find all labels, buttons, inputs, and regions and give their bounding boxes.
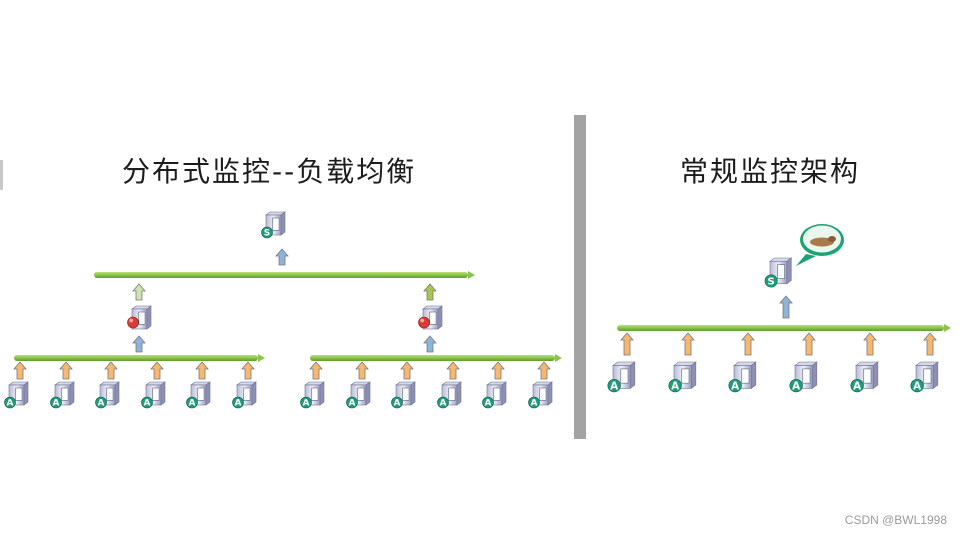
server-agent-icon: A: [850, 361, 879, 392]
arrow-up-from-agent: [309, 361, 323, 380]
svg-text:A: A: [235, 399, 242, 409]
server-agent-icon: A: [141, 381, 166, 409]
left-edge-mark: [0, 160, 3, 190]
svg-text:S: S: [264, 229, 270, 239]
svg-text:A: A: [189, 399, 196, 409]
arrow-up-from-agent: [13, 361, 27, 380]
right-panel-title: 常规监控架构: [680, 155, 861, 188]
bus-left-group: [14, 354, 265, 362]
arrow-up-from-agent: [446, 361, 460, 380]
arrow-up-to-server: [275, 248, 289, 266]
top-bus: [94, 271, 475, 279]
server-agent-icon: A: [482, 381, 507, 409]
server-agent-icon: A: [186, 381, 211, 409]
arrow-up-from-agent: [400, 361, 414, 380]
arrow-up-from-agent: [863, 332, 877, 356]
arrow-up-from-agent: [620, 332, 634, 356]
arrow-up-to-main-server: [779, 295, 793, 319]
server-agent-icon: A: [95, 381, 120, 409]
svg-text:A: A: [610, 380, 618, 392]
arrow-up-from-agent: [802, 332, 816, 356]
svg-text:A: A: [303, 399, 310, 409]
svg-text:A: A: [53, 399, 60, 409]
svg-text:A: A: [440, 399, 447, 409]
server-agent-icon: A: [232, 381, 257, 409]
svg-text:A: A: [731, 380, 739, 392]
svg-text:S: S: [767, 277, 774, 288]
server-agent-icon: A: [4, 381, 29, 409]
arrow-up-from-agent: [923, 332, 937, 356]
server-proxy-icon: [127, 305, 152, 330]
svg-text:A: A: [144, 399, 151, 409]
bus-right-group: [310, 354, 562, 362]
server-agent-icon: A: [668, 361, 697, 392]
arrow-up-from-agent: [59, 361, 73, 380]
server-agent-icon: A: [346, 381, 371, 409]
arrow-up-from-agent: [355, 361, 369, 380]
svg-text:A: A: [394, 399, 401, 409]
watermark: CSDN @BWL1998: [844, 513, 947, 527]
panel-divider: [574, 115, 586, 439]
server-icon: S: [764, 257, 793, 288]
server-agent-icon: A: [607, 361, 636, 392]
svg-text:A: A: [913, 380, 921, 392]
server-agent-icon: A: [910, 361, 939, 392]
server-agent-icon: A: [528, 381, 553, 409]
arrow-up-from-proxy-right: [423, 283, 437, 301]
server-agent-icon: A: [437, 381, 462, 409]
arrow-up-to-proxy: [423, 335, 437, 353]
arrow-up-to-proxy: [132, 335, 146, 353]
svg-text:A: A: [485, 399, 492, 409]
server-agent-icon: A: [789, 361, 818, 392]
svg-text:A: A: [7, 399, 14, 409]
arrow-up-from-agent: [491, 361, 505, 380]
svg-text:A: A: [671, 380, 679, 392]
arrow-up-from-agent: [195, 361, 209, 380]
svg-text:A: A: [98, 399, 105, 409]
arrow-up-from-agent: [537, 361, 551, 380]
right-bus: [617, 324, 951, 332]
server-agent-icon: A: [728, 361, 757, 392]
arrow-up-from-agent: [681, 332, 695, 356]
arrow-up-from-agent: [741, 332, 755, 356]
svg-text:A: A: [349, 399, 356, 409]
svg-text:A: A: [792, 380, 800, 392]
left-panel-title: 分布式监控--负载均衡: [122, 155, 417, 188]
server-agent-icon: A: [50, 381, 75, 409]
arrow-up-from-agent: [104, 361, 118, 380]
svg-text:A: A: [853, 380, 861, 392]
arrow-up-from-proxy-left: [132, 283, 146, 301]
arrow-up-from-agent: [241, 361, 255, 380]
server-agent-icon: A: [300, 381, 325, 409]
server-proxy-icon: [418, 305, 443, 330]
svg-text:A: A: [531, 399, 538, 409]
alert-bubble-icon: [796, 224, 844, 266]
arrow-up-from-agent: [150, 361, 164, 380]
server-agent-icon: A: [391, 381, 416, 409]
server-icon: S: [261, 211, 286, 239]
